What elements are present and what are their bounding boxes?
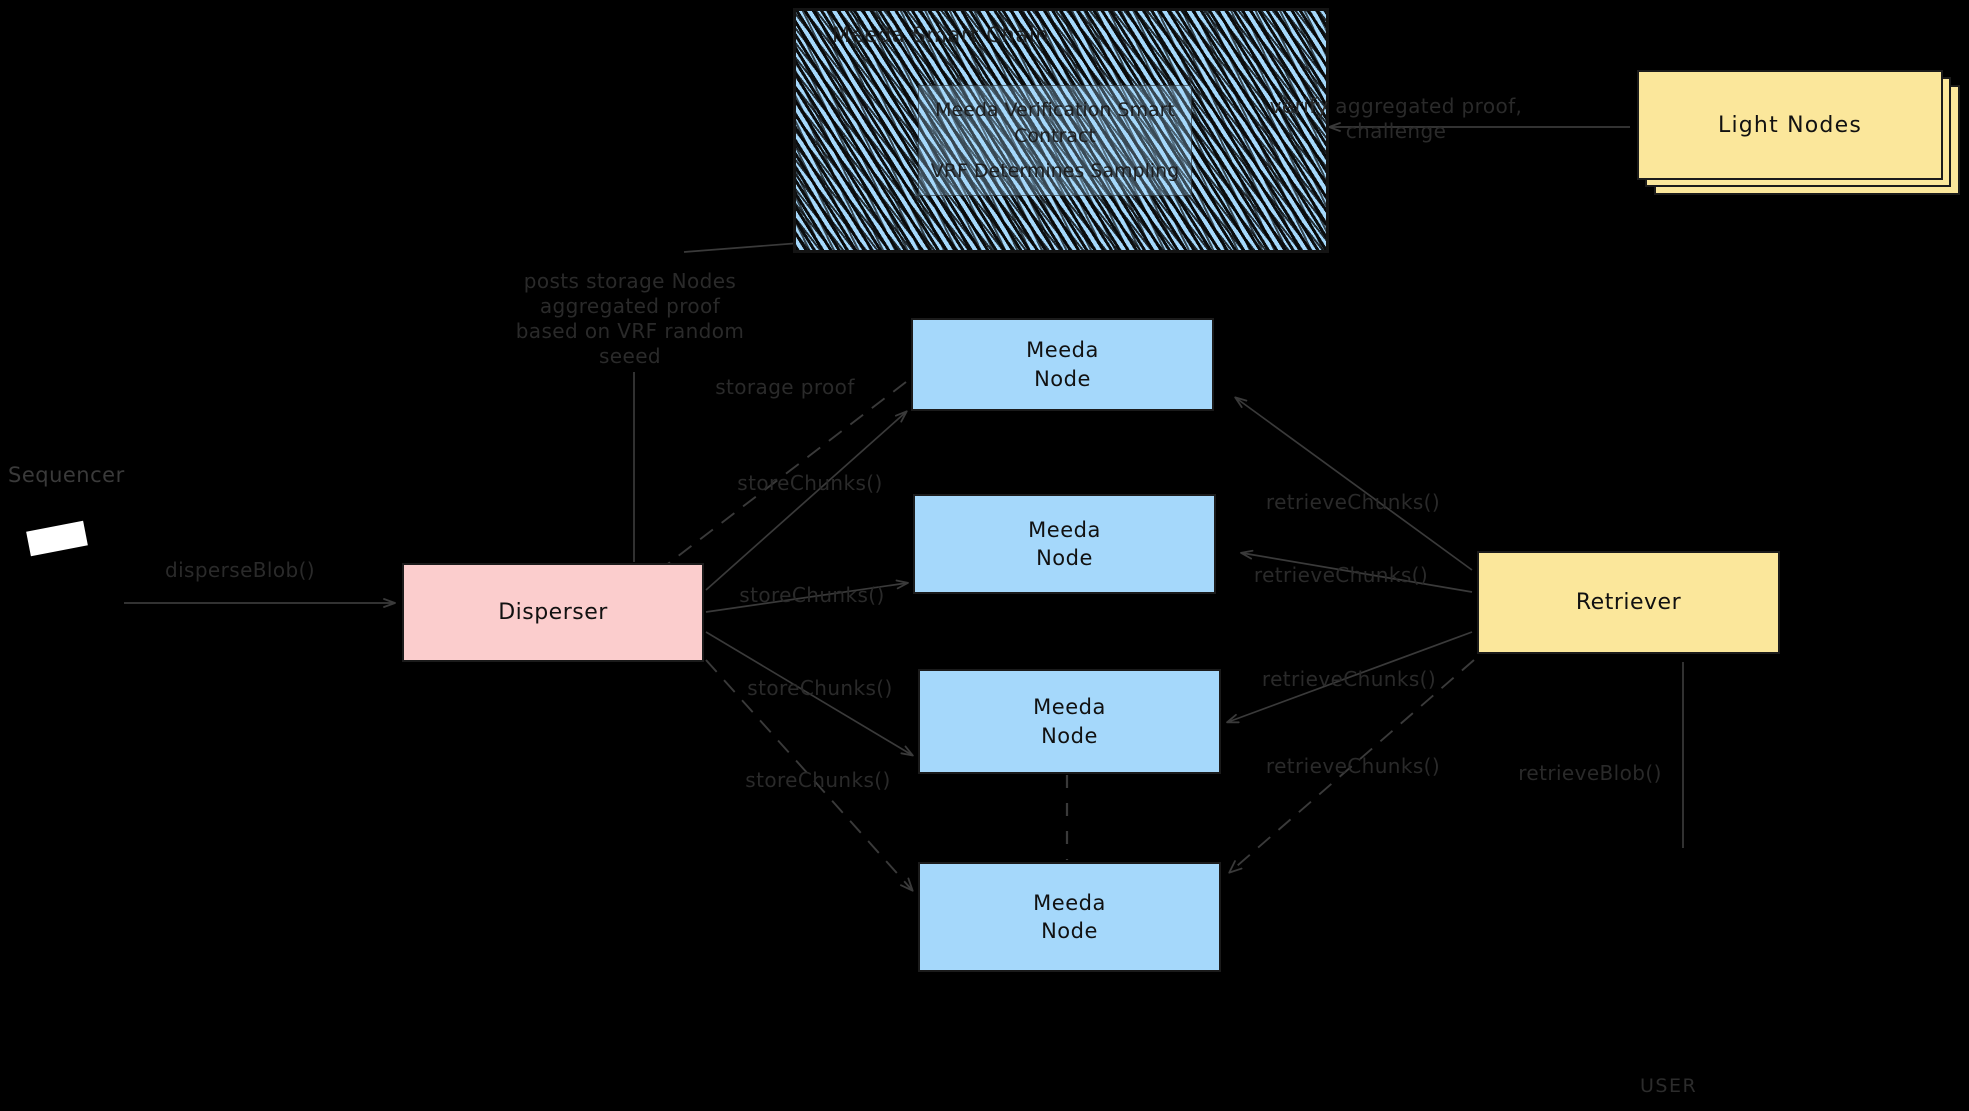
meeda-node-1-line2: Node — [1034, 366, 1091, 391]
edge-label-retrieve-chunks-1: retrieveChunks() — [1265, 490, 1441, 514]
edge-retrieve-chunks-1 — [1234, 396, 1473, 571]
edge-store-chunks-2 — [705, 579, 909, 613]
disperser-box[interactable]: Disperser — [402, 563, 704, 662]
edge-store-chunks-4 — [705, 659, 914, 892]
edge-label-posts-proof: posts storage Nodes aggregated proof bas… — [515, 269, 745, 368]
edge-retrieve-chunks-4 — [1228, 659, 1475, 874]
meeda-node-3[interactable]: Meeda Node — [918, 669, 1221, 774]
meeda-node-1[interactable]: Meeda Node — [911, 318, 1214, 411]
edge-label-retrieve-chunks-3: retrieveChunks() — [1261, 667, 1437, 691]
edge-posts-proof-diagonal — [560, 246, 795, 258]
light-nodes-label: Light Nodes — [1718, 112, 1862, 138]
contract-line-2: Contract — [1014, 125, 1096, 148]
meeda-node-4[interactable]: Meeda Node — [918, 862, 1221, 972]
edge-store-chunks-3 — [705, 631, 914, 757]
retriever-label: Retriever — [1575, 589, 1682, 615]
meeda-node-2-line2: Node — [1036, 546, 1093, 570]
edge-retrieve-chunks-3 — [1226, 631, 1473, 724]
edge-label-disperse-blob: disperseBlob() — [164, 558, 316, 582]
edge-label-store-chunks-1: storeChunks() — [737, 471, 883, 495]
edge-label-storage-proof: storage proof — [715, 375, 855, 399]
light-nodes-card-front[interactable]: Light Nodes — [1637, 70, 1943, 180]
edge-label-store-chunks-3: storeChunks() — [747, 676, 893, 700]
edge-storage-proof — [650, 381, 907, 578]
sequencer-label: Sequencer — [8, 463, 125, 487]
edge-label-retrieve-chunks-2: retrieveChunks() — [1253, 563, 1429, 587]
contract-line-3: VRF Determines Sampling — [930, 159, 1180, 182]
meeda-node-2[interactable]: Meeda Node — [913, 494, 1216, 594]
meeda-node-4-line2: Node — [1041, 919, 1098, 943]
meeda-node-3-line1: Meeda — [1033, 695, 1106, 720]
verification-contract-box[interactable]: Meeda Verification Smart Contract VRF De… — [918, 85, 1192, 196]
edge-label-retrieve-chunks-4: retrieveChunks() — [1265, 754, 1441, 778]
edge-posts-proof-to-chain — [683, 242, 801, 253]
meeda-smart-chain-box[interactable]: Meeda Smart Chain Meeda Verification Sma… — [793, 8, 1329, 253]
meeda-node-2-line1: Meeda — [1028, 517, 1101, 542]
edge-label-store-chunks-4: storeChunks() — [745, 768, 891, 792]
retriever-box[interactable]: Retriever — [1477, 551, 1780, 654]
meeda-node-3-line2: Node — [1041, 723, 1098, 748]
meeda-node-1-line1: Meeda — [1026, 338, 1099, 363]
meeda-node-4-line1: Meeda — [1033, 890, 1106, 915]
chain-title: Meeda Smart Chain — [832, 23, 1050, 47]
edge-label-store-chunks-2: storeChunks() — [739, 583, 885, 607]
edge-retrieve-chunks-2 — [1240, 549, 1473, 593]
edge-label-retrieve-blob: retrieveBlob() — [1518, 761, 1662, 785]
disperser-label: Disperser — [498, 599, 608, 625]
edge-store-chunks-1 — [705, 410, 908, 591]
user-label: USER — [1640, 1075, 1698, 1097]
contract-line-1: Meeda Verification Smart — [935, 98, 1175, 121]
sequencer-shape[interactable] — [26, 520, 88, 557]
